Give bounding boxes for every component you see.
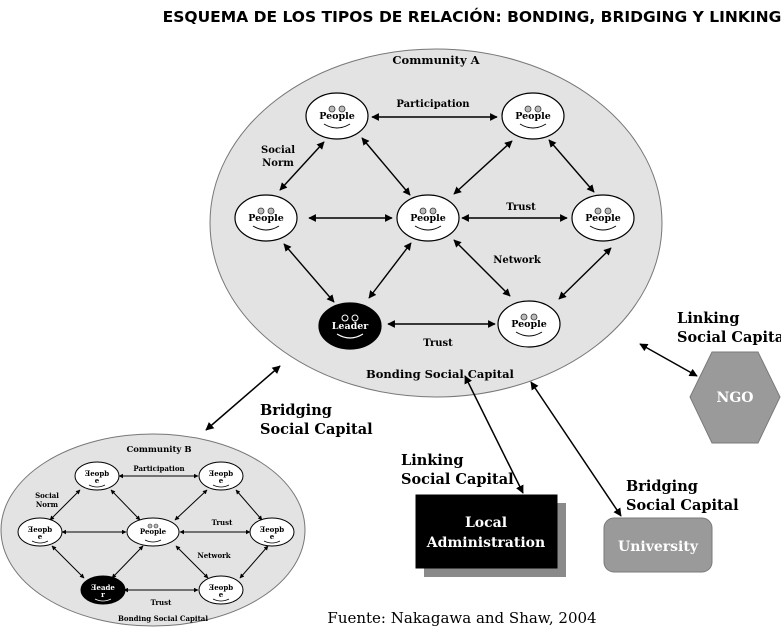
ngo-hexagon: NGO [689,351,781,444]
link-community-b-a [205,365,281,431]
edge-center-leader [368,242,412,299]
person-label-b: People [140,527,167,536]
leader-node: Leader [318,302,382,350]
person-label-b: Ǝeopb [209,583,233,592]
label-b-norm: Norm [36,500,59,509]
person-sub-b: e [270,532,275,541]
label-bridging-left-2: Social Capital [260,421,373,438]
person-node: People [571,194,635,242]
person-node-b: Ǝeopb e [249,517,295,547]
local-admin-label-1: Local [465,515,507,531]
link-a-university [530,381,622,517]
edge-b-people-center [110,489,141,521]
label-linking-right-1: Linking [677,310,739,327]
person-node: People [305,92,369,140]
label-b-network: Network [197,551,230,560]
leader-label-b: Ǝeade [91,583,115,592]
label-b-trust: Trust [212,518,233,527]
person-node-b: Ǝeopb e [198,461,244,491]
person-sub-b: e [95,476,100,485]
community-b: Community B Bonding Social Capital Parti… [0,433,306,627]
label-b-trust-bottom: Trust [151,598,172,607]
ngo-label: NGO [717,390,754,406]
label-network: Network [493,255,542,266]
person-label-b: Ǝeopb [209,469,233,478]
community-b-title: Community B [126,445,191,455]
person-node: People [497,300,561,348]
edge-people-center [361,137,411,196]
person-node: People [501,92,565,140]
edge-right-center [453,140,513,195]
edge-left-leader [283,243,335,303]
community-b-edges [49,473,269,593]
label-bridging-left-1: Bridging [260,402,332,419]
edge-b-left-leader [51,545,85,579]
community-a-footer: Bonding Social Capital [366,367,515,381]
label-participation: Participation [396,99,470,110]
label-trust-bottom: Trust [423,338,453,349]
source-caption: Fuente: Nakagawa and Shaw, 2004 [327,609,596,627]
community-a: Community A Bonding Social Capital Parti… [209,48,663,398]
local-admin-label-2: Administration [426,535,545,551]
person-sub-b: e [219,590,224,599]
edge-right-far [548,139,595,193]
label-linking-mid-2: Social Capital [401,471,514,488]
university-box: University [603,517,713,573]
edge-b-right-center [174,489,208,521]
person-sub-b: e [219,476,224,485]
inter-links [205,343,698,517]
edge-b-right-far [235,489,263,521]
person-node-b: Ǝeopb e [17,517,63,547]
edge-far-bottom [558,247,612,300]
person-node: People [396,194,460,242]
label-social: Social [261,145,295,156]
leader-node-b: Ǝeade r [80,575,126,605]
person-label: People [585,213,621,224]
leader-label: Leader [332,321,370,332]
edge-b-network [175,545,209,579]
person-label: People [248,213,284,224]
label-bridging-right-2: Social Capital [626,497,739,514]
person-node-b: Ǝeopb e [198,575,244,605]
person-label: People [511,319,547,330]
edge-network [453,239,511,297]
community-b-footer: Bonding Social Capital [118,614,208,623]
label-linking-mid-1: Linking [401,452,463,469]
label-b-participation: Participation [133,464,184,473]
edge-social-norm [279,141,325,191]
local-administration-box: Local Administration [415,494,566,577]
edge-b-far-bottom [239,545,269,579]
label-trust-top: Trust [506,202,536,213]
person-node: People [234,194,298,242]
person-node-b: People [126,517,180,547]
person-label-b: Ǝeopb [260,525,284,534]
university-label: University [618,539,699,555]
person-label-b: Ǝeopb [85,469,109,478]
label-bridging-right-1: Bridging [626,478,698,495]
label-linking-right-2: Social Capital [677,329,781,346]
diagram-title: ESQUEMA DE LOS TIPOS DE RELACIÓN: BONDIN… [163,7,781,26]
link-a-ngo [639,343,698,377]
edge-b-center-leader [111,545,144,579]
label-b-social: Social [35,491,59,500]
label-norm: Norm [262,158,294,169]
community-a-title: Community A [392,53,480,67]
person-label: People [515,111,551,122]
edge-b-social-norm [49,489,81,521]
person-sub-b: e [38,532,43,541]
link-a-local-admin [464,375,524,494]
person-label: People [410,213,446,224]
leader-sub-b: r [101,590,105,599]
person-label-b: Ǝeopb [28,525,52,534]
person-label: People [319,111,355,122]
community-a-edges [279,113,612,328]
person-node-b: Ǝeopb e [74,461,120,491]
